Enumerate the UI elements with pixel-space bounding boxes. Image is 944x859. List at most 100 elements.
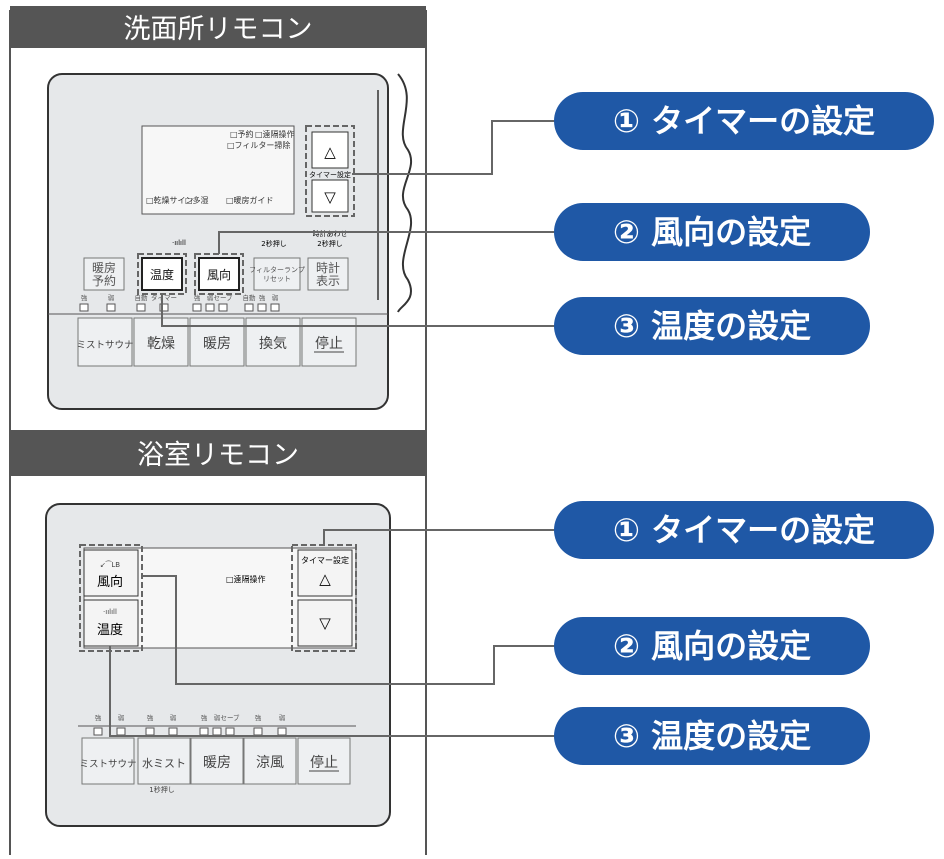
check-filter: □フィルター掃除 [227, 140, 290, 150]
indicator-label: 自動 [243, 293, 257, 302]
callout-pill-3 [554, 501, 934, 559]
small-button-1[interactable] [141, 257, 183, 291]
bath-main-button-4[interactable] [297, 737, 351, 785]
bath-indicator-led [277, 727, 287, 736]
bath-main-button-label: ミストサウナ [79, 759, 136, 770]
indicator-led [218, 303, 228, 312]
bath-indicator-label: 弱 [118, 714, 125, 722]
main-button-label: ミストサウナ [76, 340, 133, 351]
small-button-label: フィルターランプ [249, 265, 305, 274]
bath-wind-icon: ↙⁀LB [100, 560, 120, 569]
indicator-led [106, 303, 116, 312]
small-button-label: 温度 [150, 267, 174, 282]
indicator-label: 強 [81, 294, 88, 302]
bath-timer-label: タイマー設定 [301, 555, 349, 565]
small-button-2[interactable] [198, 257, 240, 291]
bath-indicator-label: 弱 [170, 714, 177, 722]
callout-text: ③ 温度の設定 [613, 307, 811, 345]
bath-indicator-label: 強 [255, 714, 262, 722]
check-reserve: □予約 [230, 129, 254, 139]
indicator-label: 強 [259, 294, 266, 302]
bath-indicator-label: 強 [95, 714, 102, 722]
bath-main-button-0[interactable] [81, 737, 135, 785]
small-button-3[interactable] [253, 257, 301, 291]
washroom-title: 洗面所リモコン [124, 14, 313, 45]
callout-text: ① タイマーの設定 [613, 511, 875, 549]
indicator-label: タイマー [151, 293, 177, 302]
bath-main-button-3[interactable] [243, 737, 297, 785]
small-button-label: 予約 [92, 273, 116, 288]
check-humid: □多湿 [185, 195, 209, 205]
bath-indicator-led [199, 727, 209, 736]
indicator-led [159, 303, 169, 312]
bathroom-main-buttons: ミストサウナ水ミスト暖房涼風停止 [79, 737, 351, 785]
indicator-led [192, 303, 202, 312]
timer-up-button[interactable] [311, 131, 349, 169]
check-remote-op: □遠隔操作 [255, 129, 295, 139]
indicator-label: セーブ [213, 293, 233, 302]
small-button-label: リセット [263, 275, 291, 283]
callout-text: ③ 温度の設定 [613, 717, 811, 755]
small-button-label: 風向 [207, 267, 231, 282]
bath-temp-label: 温度 [97, 622, 123, 638]
main-button-0[interactable] [77, 317, 133, 367]
indicator-label: 弱 [272, 294, 279, 302]
washroom-display [141, 125, 295, 215]
indicator-led [136, 303, 146, 312]
bath-main-button-1[interactable] [137, 737, 191, 785]
bath-up-icon: △ [319, 570, 331, 588]
bath-indicator-led [93, 727, 103, 736]
bath-indicator-led [145, 727, 155, 736]
indicator-led [257, 303, 267, 312]
indicator-led [205, 303, 215, 312]
bath-signal-icon: ·ıılıll [103, 608, 117, 616]
bath-indicator-led [212, 727, 222, 736]
indicator-label: 弱 [108, 294, 115, 302]
main-button-label: 暖房 [203, 336, 231, 352]
bath-main-button-2[interactable] [190, 737, 244, 785]
small-button-0[interactable] [83, 257, 125, 291]
bath-main-button-label: 涼風 [256, 755, 284, 771]
timer-down-icon: ▽ [324, 188, 336, 206]
bathroom-header [10, 430, 426, 476]
timer-down-button[interactable] [311, 179, 349, 213]
callout-pill-0 [554, 92, 934, 150]
bath-main-button-label: 水ミスト [142, 757, 186, 770]
callout-text: ① タイマーの設定 [613, 102, 875, 140]
bath-temp-button[interactable] [83, 599, 139, 647]
washroom-indicators: 強弱自動タイマー強弱セーブ自動強弱 [79, 293, 280, 312]
bath-indicator-label: 弱 [279, 714, 286, 722]
bath-remote-op: □遠隔操作 [226, 574, 266, 584]
callout-text: ② 風向の設定 [613, 627, 811, 665]
bathroom-remote-section: 浴室リモコン □遠隔操作 ↙⁀LB 風向 ·ıılıll 温度 タイマー設定 △… [10, 430, 426, 827]
small-button-label: 表示 [316, 274, 340, 288]
bath-indicator-label: 強 [147, 714, 154, 722]
timer-highlight [305, 125, 355, 217]
indicator-label: 弱 [207, 294, 214, 302]
washroom-remote-section: 洗面所リモコン □予約 □遠隔操作 □フィルター掃除 □乾燥サイン □多湿 □暖… [10, 6, 426, 410]
bath-wind-label: 風向 [97, 574, 123, 590]
bath-timer-down-button[interactable] [297, 599, 353, 647]
bath-indicator-label: セーブ [220, 713, 240, 722]
check-dry-sign: □乾燥サイン [146, 195, 194, 205]
bath-down-icon: ▽ [319, 614, 331, 632]
bath-indicator-led [225, 727, 235, 736]
main-button-label: 停止 [315, 335, 343, 352]
callouts: ① タイマーの設定 ② 風向の設定 ③ 温度の設定 ① タイマーの設定 ② 風向の設定 ③… [554, 92, 934, 765]
signal-icon: ·ıılıll [172, 239, 186, 247]
small-button-4[interactable] [307, 257, 349, 291]
small-button-label: 時計 [316, 260, 340, 275]
bath-indicator-led [253, 727, 263, 736]
timer-label: タイマー設定 [309, 170, 351, 179]
bath-indicator-led [168, 727, 178, 736]
timer-up-icon: △ [324, 143, 336, 161]
bath-timer-up-button[interactable] [297, 549, 353, 597]
bath-main-button-label: 停止 [310, 754, 338, 771]
main-button-label: 換気 [259, 336, 287, 352]
washroom-remote: □予約 □遠隔操作 □フィルター掃除 □乾燥サイン □多湿 □暖房ガイド △ タ… [47, 73, 413, 410]
indicator-led [79, 303, 89, 312]
bath-wind-button[interactable] [83, 549, 139, 597]
callout-text: ② 風向の設定 [613, 213, 811, 251]
indicator-led [244, 303, 254, 312]
